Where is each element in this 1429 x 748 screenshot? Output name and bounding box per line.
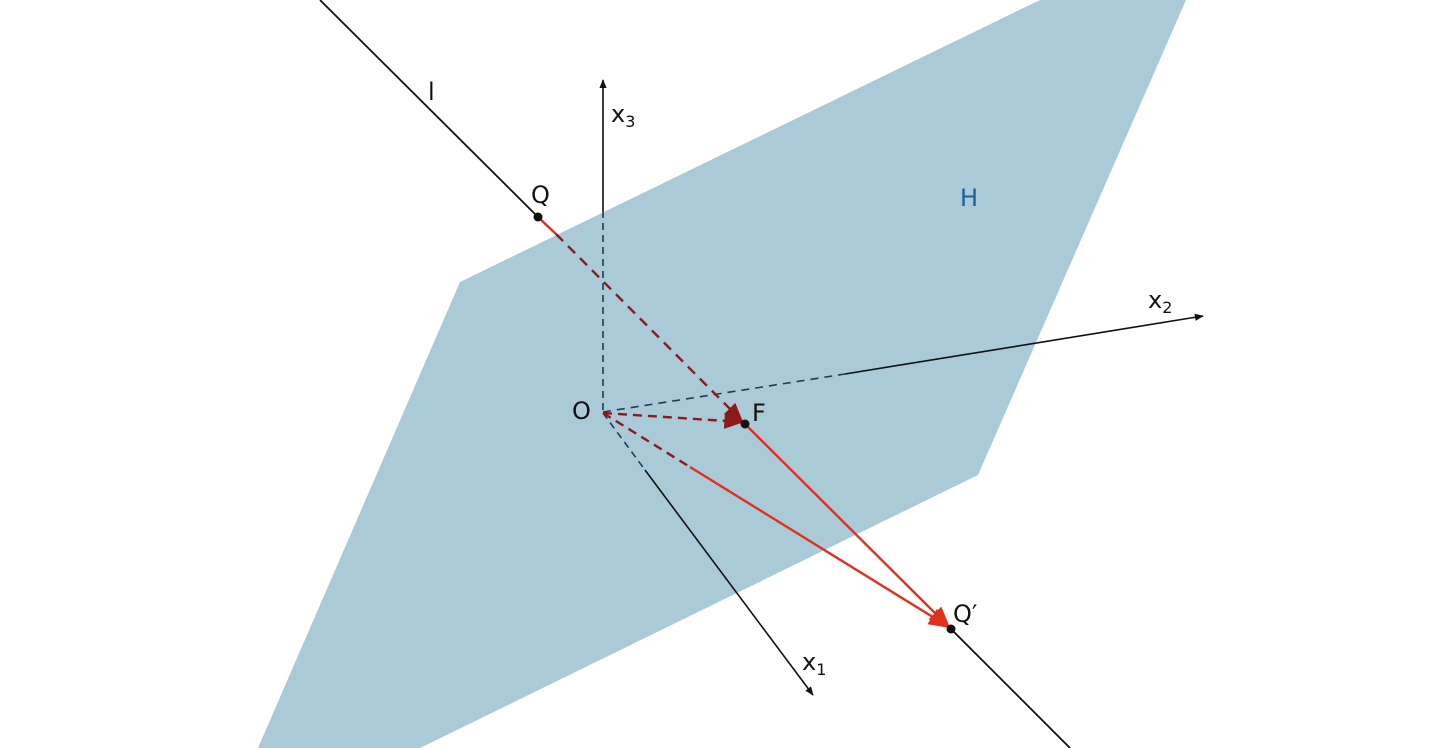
point-q xyxy=(533,212,543,222)
vector-oqprime xyxy=(689,465,951,629)
x1-axis xyxy=(644,469,814,696)
label-plane-h: H xyxy=(960,184,978,212)
label-line-l: l xyxy=(428,78,435,106)
vector-fqprime xyxy=(744,423,951,629)
label-q: Q xyxy=(531,181,550,209)
vector-oqprime-dashed xyxy=(602,411,691,469)
point-q-prime xyxy=(946,624,956,634)
line-l-upper xyxy=(319,0,539,218)
vector-of-dashed xyxy=(602,411,744,429)
line-l-lower xyxy=(950,628,1071,748)
plane-h xyxy=(258,0,1186,748)
vector-qf-dashed xyxy=(555,233,744,423)
label-f: F xyxy=(752,399,766,427)
label-x1: x1 xyxy=(802,648,826,679)
label-x2: x2 xyxy=(1148,286,1172,317)
label-x3: x3 xyxy=(611,100,635,131)
point-f xyxy=(740,419,750,429)
x2-axis xyxy=(844,313,1204,375)
label-q-prime: Q′ xyxy=(953,600,977,628)
label-o: O xyxy=(572,397,591,425)
